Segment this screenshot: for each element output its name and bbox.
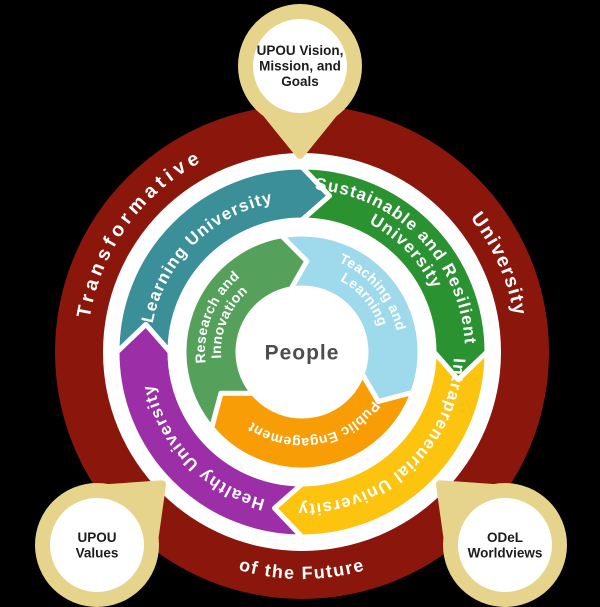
satellite-circle-upou-values [50,498,144,592]
inner-segment-research-and-innovation [181,233,310,431]
center-label: People [265,341,340,364]
outer-segment-healthy-university [114,321,305,540]
center-circle [240,290,364,414]
inner-segment-public-engagement [209,371,416,473]
inner-segment-teaching-and-learning [279,231,423,405]
satellite-circle-vision-mission-goals [253,19,347,113]
satellite-circle-odel-worldviews [458,498,552,592]
